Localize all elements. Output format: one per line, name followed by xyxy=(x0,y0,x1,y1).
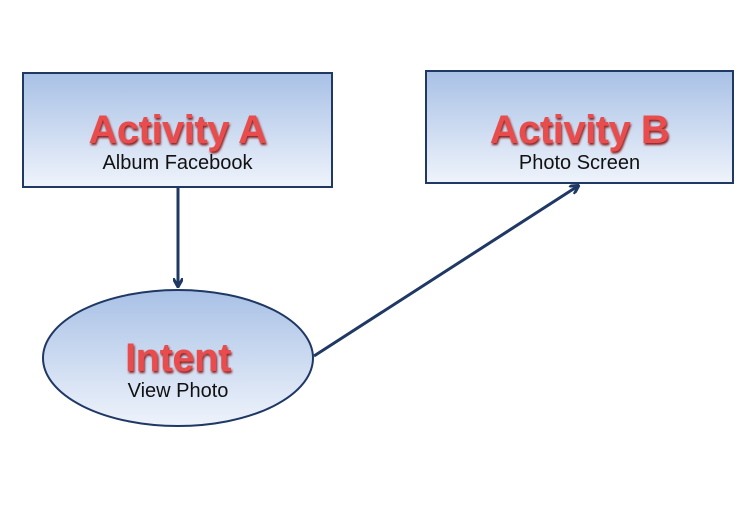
activity-a-subtitle: Album Facebook xyxy=(102,152,253,174)
activity-a-box: Activity A Album Facebook xyxy=(22,72,333,188)
activity-b-title: Activity B xyxy=(489,108,670,152)
intent-label: Intent View Photo xyxy=(43,336,313,402)
activity-b-subtitle: Photo Screen xyxy=(518,152,641,174)
intent-title: Intent xyxy=(125,336,231,380)
intent-subtitle: View Photo xyxy=(127,380,229,402)
activity-a-title: Activity A xyxy=(88,108,267,152)
arrow-intent-to-b xyxy=(313,186,578,358)
intent-ellipse xyxy=(42,289,314,427)
activity-b-box: Activity B Photo Screen xyxy=(425,70,734,184)
